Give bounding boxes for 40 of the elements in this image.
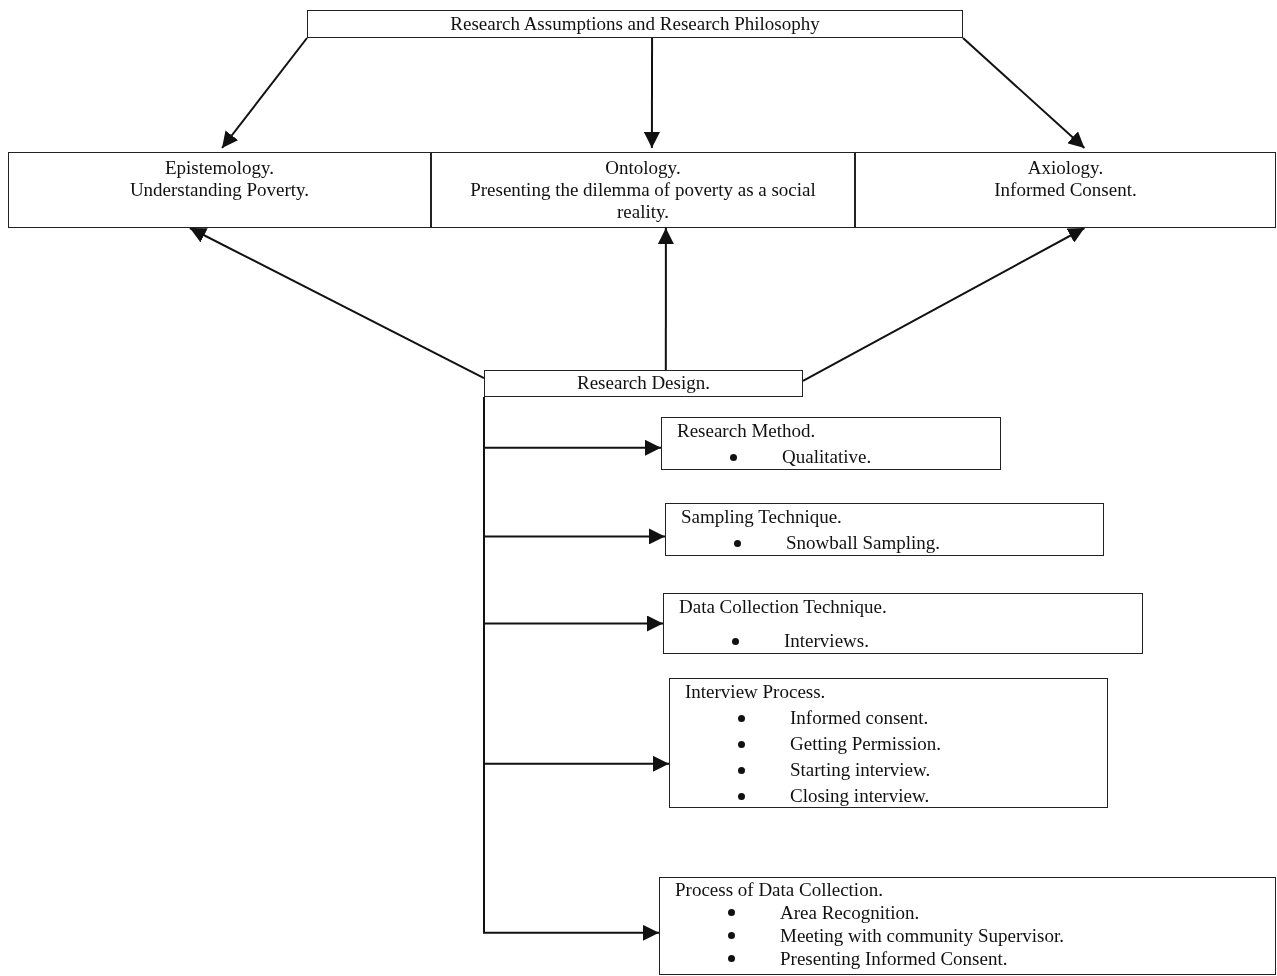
list-item: Presenting Informed Consent. <box>780 947 1008 970</box>
list-item: Getting Permission. <box>790 732 941 756</box>
arrow <box>802 227 1086 382</box>
arrow <box>657 227 674 371</box>
process-box <box>431 152 855 228</box>
box-text: Presenting the dilemma of poverty as a social reality. <box>469 179 817 223</box>
list-item: Informed consent. <box>790 706 929 730</box>
arrow <box>962 37 1086 149</box>
box-text: Understanding Poverty. <box>129 179 310 201</box>
arrow <box>188 227 485 380</box>
process-box <box>484 370 803 397</box>
list-box <box>665 503 1104 556</box>
arrow <box>483 396 660 941</box>
list-box <box>663 593 1143 654</box>
list-box <box>659 877 1276 975</box>
box-title: Research Design. <box>577 372 710 394</box>
arrow <box>643 37 660 149</box>
list-item: Area Recognition. <box>780 901 920 924</box>
box-title: Process of Data Collection. <box>675 878 883 901</box>
box-text: Informed Consent. <box>994 179 1137 201</box>
list-item: Qualitative. <box>782 445 872 469</box>
box-title: Research Assumptions and Research Philosophy <box>450 13 820 35</box>
box-title: Ontology. <box>605 157 681 179</box>
list-item: Snowball Sampling. <box>786 531 941 555</box>
list-item: Starting interview. <box>790 758 931 782</box>
list-item: Meeting with community Supervisor. <box>780 924 1064 947</box>
arrow <box>221 37 308 149</box>
list-item: Closing interview. <box>790 784 930 808</box>
box-title: Research Method. <box>677 419 816 443</box>
list-box <box>669 678 1108 808</box>
box-title: Data Collection Technique. <box>679 595 887 619</box>
box-title: Axiology. <box>1027 157 1104 179</box>
box-title: Sampling Technique. <box>681 505 842 529</box>
process-box <box>855 152 1276 228</box>
list-box <box>661 417 1001 470</box>
box-title: Interview Process. <box>685 680 826 704</box>
process-box <box>8 152 431 228</box>
list-item: Interviews. <box>784 629 869 653</box>
process-box <box>307 10 963 38</box>
box-title: Epistemology. <box>164 157 275 179</box>
